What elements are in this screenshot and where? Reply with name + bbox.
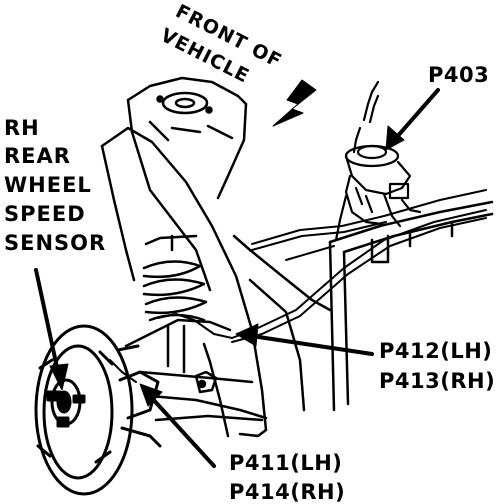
arrow-heads bbox=[49, 125, 405, 407]
wheel-house-panel bbox=[100, 126, 332, 438]
p411-p414-pointer-arrow bbox=[148, 394, 216, 468]
p414-label: P414(RH) bbox=[229, 480, 346, 504]
coil-spring bbox=[142, 234, 208, 374]
strut-tower bbox=[126, 76, 248, 292]
p412-p413-arrowhead bbox=[235, 323, 259, 347]
front-direction-arrow bbox=[272, 79, 317, 127]
sensor-label-line-5: SENSOR bbox=[4, 231, 107, 255]
p403-pointer-arrow bbox=[394, 88, 440, 140]
p403-arrowhead bbox=[385, 125, 405, 151]
pointer-arrows bbox=[34, 88, 440, 468]
p413-label: P413(RH) bbox=[379, 369, 496, 393]
sensor-label-line-3: WHEEL bbox=[4, 173, 92, 197]
p403-connector-assembly bbox=[334, 80, 422, 242]
p412-p413-pointer-arrow bbox=[250, 334, 374, 356]
brake-drum bbox=[34, 324, 162, 496]
p411-label: P411(LH) bbox=[229, 451, 343, 475]
p412-label: P412(LH) bbox=[379, 339, 493, 363]
sensor-label-line-2: REAR bbox=[4, 144, 71, 168]
sensor-arrowhead bbox=[49, 363, 69, 391]
p403-label: P403 bbox=[428, 63, 490, 87]
p411-p414-arrowhead bbox=[139, 383, 163, 407]
sensor-label-line-1: RH bbox=[4, 116, 40, 140]
frame-rail bbox=[328, 200, 494, 412]
sensor-pointer-arrow bbox=[34, 268, 60, 374]
sensor-label-line-4: SPEED bbox=[4, 202, 86, 226]
